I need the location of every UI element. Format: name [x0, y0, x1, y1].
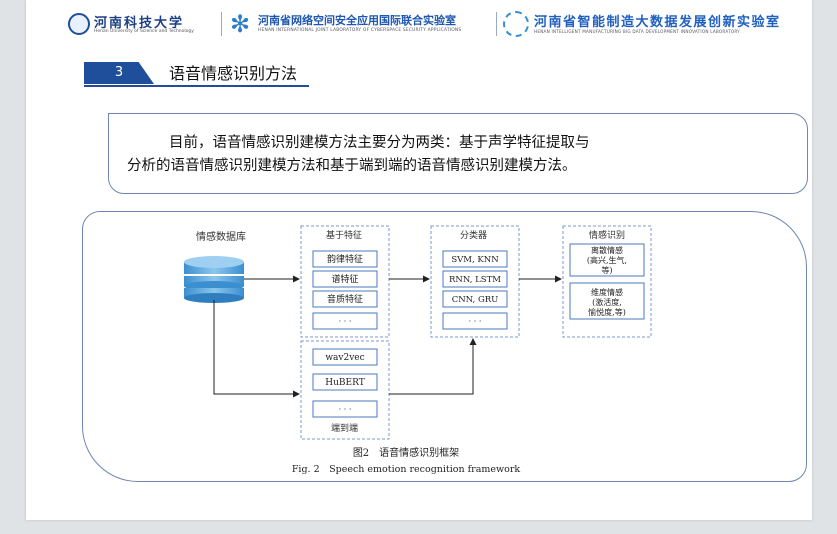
section-title: 语音情感识别方法 [169, 64, 298, 83]
university-emblem-icon [68, 13, 90, 35]
globe-icon [503, 11, 529, 37]
header-divider [221, 12, 222, 36]
feature-item: 韵律特征 [327, 253, 363, 265]
feature-item-box [312, 312, 378, 330]
figure-caption-cn: 图2 语音情感识别框架 [353, 446, 459, 459]
intro-line-2: 分析的语音情感识别建模方法和基于端到端的语音情感识别建模方法。 [127, 158, 577, 174]
intro-line-1: 目前，语音情感识别建模方法主要分为两类：基于声学特征提取与 [169, 135, 590, 151]
database-icon [184, 256, 244, 303]
classifier-item-box [442, 290, 508, 308]
e2e-group-frame [300, 340, 390, 440]
lab2-name-en: HENAN INTELLIGENT MANUFACTURING BIG DATA… [534, 29, 740, 34]
university-logo [68, 13, 90, 35]
lab2-name: 河南省智能制造大数据发展创新实验室 [534, 15, 781, 30]
e2e-item: wav2vec [325, 353, 364, 363]
dimension-emotion-line: 愉悦度,等) [588, 307, 626, 317]
figure-caption-en: Fig. 2 Speech emotion recognition framew… [292, 464, 521, 475]
intro-textbox: 目前，语音情感识别建模方法主要分为两类：基于声学特征提取与 分析的语音情感识别建… [108, 113, 808, 194]
classifier-item: SVM, KNN [451, 255, 499, 265]
recognition-group-title: 情感识别 [589, 229, 625, 241]
e2e-item-box [312, 348, 378, 366]
classifier-item-box [442, 250, 508, 268]
e2e-item: HuBERT [325, 378, 364, 388]
section-number: 3 [84, 62, 154, 84]
feature-item: 谱特征 [331, 273, 358, 285]
feature-group-frame [300, 225, 390, 338]
database-label: 情感数据库 [196, 230, 246, 243]
section-underline [84, 85, 309, 87]
framework-diagram: 情感数据库 基于特征 韵律特征 谱特征 音质特征 · · · wav2vec H… [184, 225, 652, 475]
dimension-emotion-line: 维度情感 [591, 287, 623, 297]
e2e-group-title: 端到端 [331, 422, 358, 434]
feature-item-box [312, 250, 378, 268]
e2e-item-box [312, 400, 378, 418]
classifier-item: RNN, LSTM [449, 275, 501, 285]
dimension-emotion-line: (激活度, [592, 297, 622, 307]
university-name: 河南科技大学 [94, 16, 185, 31]
university-name-en: Henan University of Science and Technolo… [94, 29, 194, 34]
feature-group-title: 基于特征 [326, 229, 362, 241]
snowflake-icon: ✻ [229, 10, 251, 38]
feature-item: 音质特征 [327, 293, 363, 305]
discrete-emotion-box [569, 243, 645, 277]
lab1-logo: ✻ [227, 11, 253, 37]
discrete-emotion-line: (高兴,生气, [587, 255, 627, 265]
e2e-item-box [312, 373, 378, 391]
e2e-item: · · · [339, 405, 352, 414]
feature-item-box [312, 290, 378, 308]
classifier-item: CNN, GRU [452, 295, 499, 305]
classifier-item-box [442, 270, 508, 288]
feature-item-box [312, 270, 378, 288]
lab1-name-en: HENAN INTERNATIONAL JOINT LABORATORY OF … [258, 28, 462, 33]
feature-item: · · · [339, 317, 352, 326]
lab1-name: 河南省网络空间安全应用国际联合实验室 [258, 14, 456, 27]
classifier-item: · · · [469, 317, 482, 326]
classifier-group-frame [430, 225, 520, 338]
flow-arrows [213, 275, 562, 398]
figure-frame [82, 211, 807, 482]
classifier-group-title: 分类器 [460, 229, 487, 241]
lab2-logo [503, 11, 529, 37]
classifier-item-box [442, 312, 508, 330]
dimension-emotion-box [569, 282, 645, 320]
discrete-emotion-line: 等) [601, 265, 612, 275]
slide: 河南科技大学 Henan University of Science and T… [26, 0, 812, 520]
recognition-group-frame [562, 225, 652, 338]
discrete-emotion-line: 离散情感 [591, 245, 623, 255]
header-divider [496, 12, 497, 36]
